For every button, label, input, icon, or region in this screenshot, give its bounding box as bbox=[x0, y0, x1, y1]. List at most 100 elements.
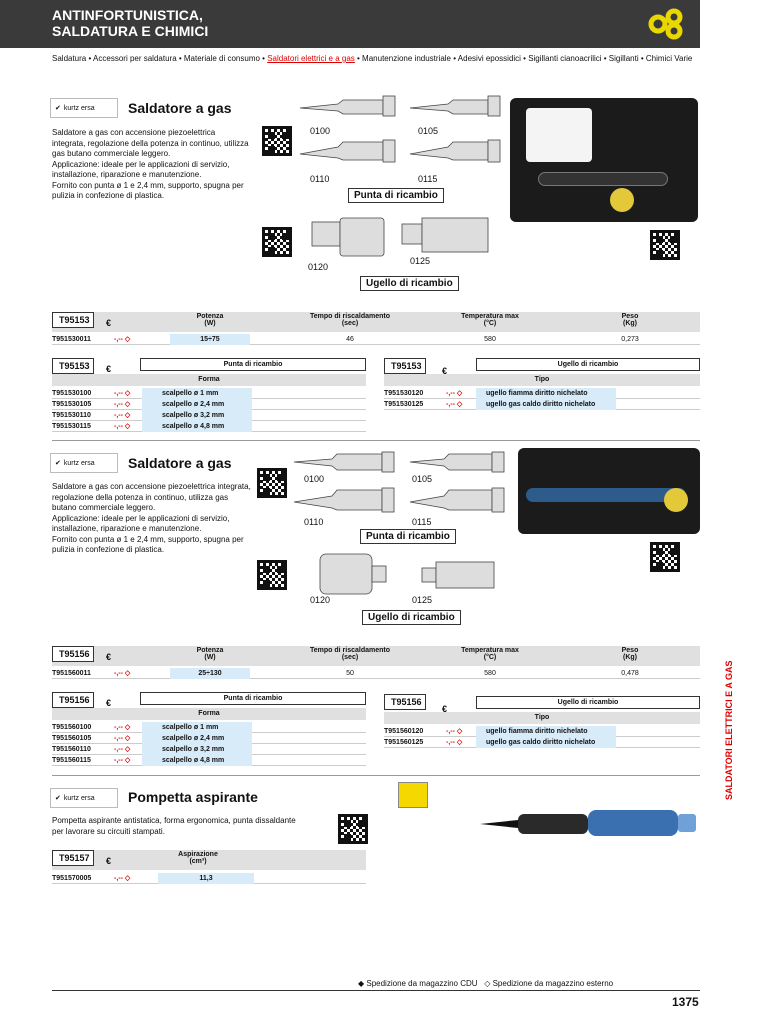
table-row: T951560105-,-- ◇scalpello ø 2,4 mm bbox=[52, 733, 366, 744]
esd-warning-icon bbox=[398, 782, 428, 808]
tip-table-body: T951560100-,-- ◇scalpello ø 1 mm T951560… bbox=[52, 722, 366, 766]
table-row: T951530011 -,-- ◇ 15÷75 46 580 0,273 bbox=[52, 334, 700, 345]
brand-icon: ✔ bbox=[55, 460, 61, 467]
row-weight: 0,273 bbox=[621, 336, 639, 343]
qr-code-icon[interactable] bbox=[262, 227, 292, 257]
spec-header bbox=[52, 312, 700, 332]
brand-icon: ✔ bbox=[55, 795, 61, 802]
cleaning-sponge bbox=[610, 188, 634, 212]
breadcrumb-post[interactable]: • Manutenzione industriale • Adesivi epo… bbox=[357, 54, 693, 63]
qr-code-icon[interactable] bbox=[257, 468, 287, 498]
col-suction: Aspirazione (cm³) bbox=[178, 851, 218, 865]
qr-code-icon[interactable] bbox=[650, 542, 680, 572]
qr-code-icon[interactable] bbox=[338, 814, 368, 844]
table-row: T951560125-,-- ◇ugello gas caldo diritto… bbox=[384, 737, 700, 748]
desoldering-pump-image bbox=[480, 810, 696, 836]
desc-line: per lavorare su circuiti stampati. bbox=[52, 826, 165, 836]
product-title: Saldatore a gas bbox=[128, 100, 232, 116]
row-power: 25÷130 bbox=[170, 668, 250, 679]
cleaning-sponge bbox=[664, 488, 688, 512]
brand-icon: ✔ bbox=[55, 105, 61, 112]
row-power: 15÷75 bbox=[170, 334, 250, 345]
product-code: T95157 bbox=[52, 850, 94, 866]
table-row: T951530115-,-- ◇scalpello ø 4,8 mm bbox=[52, 421, 366, 432]
table-row: T951530110-,-- ◇scalpello ø 3,2 mm bbox=[52, 410, 366, 421]
tip-label: 0115 bbox=[418, 174, 438, 184]
side-section-label: SALDATORI ELETTRICI E A GAS bbox=[724, 660, 734, 800]
desc-line: Applicazione: ideale per le applicazioni… bbox=[52, 159, 230, 169]
nozzles-image bbox=[319, 553, 495, 595]
nozzle-table-sub: Tipo bbox=[384, 712, 700, 724]
tip-table-title: Punta di ricambio bbox=[140, 692, 366, 705]
desc-line: installazione, riparazione e manutenzion… bbox=[52, 170, 202, 179]
breadcrumb-pre[interactable]: Saldatura • Accessori per saldatura • Ma… bbox=[52, 54, 265, 63]
desc-line: integrata, regolazione della potenza in … bbox=[52, 138, 249, 148]
qr-code-icon[interactable] bbox=[257, 560, 287, 590]
currency: € bbox=[106, 318, 112, 328]
nozzle-label: 0120 bbox=[308, 262, 329, 272]
brand-name: kurtz ersa bbox=[63, 459, 95, 467]
table-row: T951530100-,-- ◇scalpello ø 1 mm bbox=[52, 388, 366, 399]
breadcrumb-active[interactable]: Saldatori elettrici e a gas bbox=[267, 54, 355, 63]
header-line1: ANTINFORTUNISTICA, bbox=[52, 7, 203, 23]
desc-line: Fornito con punta ø 1 e 2,4 mm, supporto… bbox=[52, 180, 244, 190]
desc-line: Saldatore a gas con accensione piezoelet… bbox=[52, 128, 216, 137]
table-row: T951560011 -,-- ◇ 25÷130 50 580 0,478 bbox=[52, 668, 700, 679]
tip-label: 0100 bbox=[304, 474, 325, 484]
desc-line: Fornito con punta ø 1 e 2,4 mm, supporto… bbox=[52, 534, 244, 544]
row-price: -,-- ◇ bbox=[114, 336, 131, 343]
brand-logo: ✔kurtz ersa bbox=[50, 788, 118, 808]
col-weight: Peso (Kg) bbox=[621, 647, 639, 661]
footer-divider bbox=[52, 990, 700, 991]
currency: € bbox=[442, 704, 448, 714]
product-code: T95153 bbox=[52, 312, 94, 328]
product-description: Saldatore a gas con accensione piezoelet… bbox=[52, 482, 262, 556]
tip-table-sub: Forma bbox=[52, 708, 366, 720]
row-price: -,-- ◇ bbox=[114, 875, 131, 882]
tips-image bbox=[293, 451, 505, 513]
legend-cdu: ◆ Spedizione da magazzino CDU bbox=[358, 979, 478, 988]
nozzle-table-sub: Tipo bbox=[384, 374, 700, 386]
col-weight: Peso (Kg) bbox=[621, 313, 639, 327]
nozzle-label: 0125 bbox=[410, 256, 431, 266]
qr-code-icon[interactable] bbox=[262, 126, 292, 156]
desc-line: Applicazione: ideale per le applicazioni… bbox=[52, 513, 230, 523]
tips-caption: Punta di ricambio bbox=[348, 188, 444, 203]
nozzle-table-body: T951560120-,-- ◇ugello fiamma diritto ni… bbox=[384, 726, 700, 748]
tip-label: 0105 bbox=[412, 474, 433, 484]
spec-header bbox=[52, 646, 700, 666]
nozzles-caption: Ugello di ricambio bbox=[362, 610, 461, 625]
tips-image bbox=[299, 95, 501, 163]
divider bbox=[52, 440, 700, 441]
tip-label: 0115 bbox=[412, 517, 432, 527]
product-description: Saldatore a gas con accensione piezoelet… bbox=[52, 128, 252, 202]
soldering-iron bbox=[526, 488, 686, 502]
row-price: -,-- ◇ bbox=[114, 670, 131, 677]
row-code: T951570005 bbox=[52, 875, 92, 882]
currency: € bbox=[106, 652, 112, 662]
col-time: Tempo di riscaldamento (sec) bbox=[310, 647, 390, 661]
row-time: 50 bbox=[346, 670, 354, 677]
desc-line: gas butano commerciale leggero. bbox=[52, 149, 171, 158]
table-row: T951530125-,-- ◇ugello gas caldo diritto… bbox=[384, 399, 700, 410]
table-row: T951560115-,-- ◇scalpello ø 4,8 mm bbox=[52, 755, 366, 766]
row-code: T951560011 bbox=[52, 670, 91, 677]
col-temp: Temperatura max (°C) bbox=[461, 313, 519, 327]
product-code: T95156 bbox=[52, 646, 94, 662]
tip-label: 0105 bbox=[418, 126, 439, 136]
brand-name: kurtz ersa bbox=[63, 794, 95, 802]
row-suction: 11,3 bbox=[158, 873, 254, 884]
legend-external: ◇ Spedizione da magazzino esterno bbox=[484, 979, 614, 988]
row-temp: 580 bbox=[484, 670, 496, 677]
desc-line: pulizia in confezione di plastica. bbox=[52, 545, 165, 554]
divider bbox=[52, 775, 700, 776]
nozzles-image bbox=[311, 217, 489, 257]
col-power: Potenza (W) bbox=[196, 647, 224, 661]
nozzles-caption: Ugello di ricambio bbox=[360, 276, 459, 291]
qr-code-icon[interactable] bbox=[650, 230, 680, 260]
nozzle-table-title: Ugello di ricambio bbox=[476, 696, 700, 709]
row-code: T951530011 bbox=[52, 336, 91, 343]
nozzle-table-title: Ugello di ricambio bbox=[476, 358, 700, 371]
breadcrumb: Saldatura • Accessori per saldatura • Ma… bbox=[52, 54, 692, 63]
product-code: T95153 bbox=[52, 358, 94, 374]
